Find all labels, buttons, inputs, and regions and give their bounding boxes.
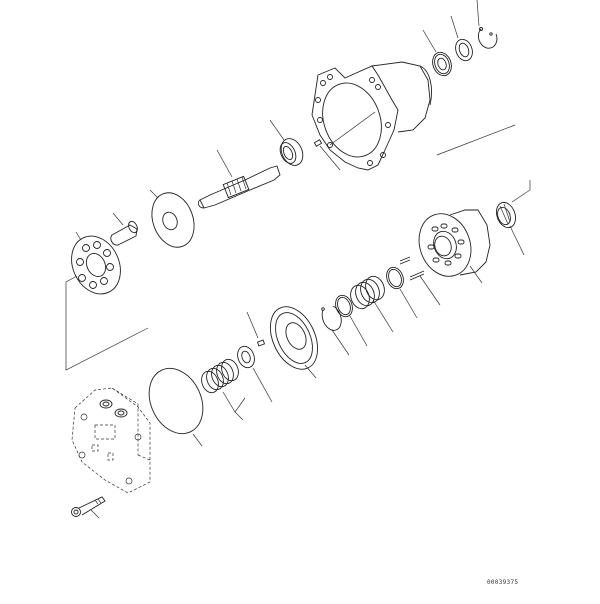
thrust-plate [149, 189, 195, 248]
drive-shaft [197, 149, 281, 209]
motor-housing [311, 61, 516, 171]
bolt [71, 496, 106, 519]
small-pin [246, 311, 266, 347]
retainer-plate [65, 231, 149, 371]
snap-ring-mid [321, 305, 350, 356]
end-cover [71, 387, 151, 494]
ball-guide [110, 212, 138, 246]
washer-top [450, 15, 473, 62]
spacer-ring [386, 266, 418, 319]
spring [350, 275, 394, 333]
bearing-top [422, 29, 452, 77]
valve-plate [269, 306, 319, 379]
springs-pair [201, 358, 246, 421]
cylinder-block [418, 209, 491, 284]
dowel-pin [313, 139, 341, 171]
bearing-low [237, 345, 273, 403]
o-ring [148, 367, 204, 447]
shaft-bearing [269, 119, 304, 166]
needle-bearing [495, 180, 531, 256]
reference-code: 00039375 [487, 579, 519, 586]
pins [399, 256, 441, 306]
snap-ring-top [476, 0, 498, 49]
